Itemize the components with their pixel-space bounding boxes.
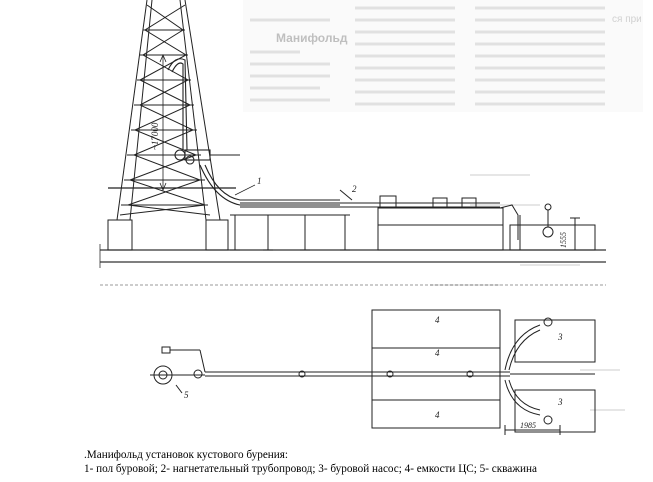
- label-tank-1: 4: [435, 315, 440, 325]
- label-tank-3: 4: [435, 410, 440, 420]
- dim-1985: 1985: [520, 421, 536, 430]
- tanks-elevation: [377, 195, 519, 251]
- figure-caption: .Манифольд установок кустового бурения: …: [84, 448, 649, 476]
- plan-view: [150, 309, 596, 435]
- label-pipe-1: 1: [257, 176, 262, 186]
- ghost-heading: Манифольд: [276, 31, 348, 45]
- height-label: ~17000: [150, 122, 160, 150]
- label-tank-2: 4: [435, 348, 440, 358]
- dim-1555: 1555: [559, 232, 568, 248]
- height-dimension: [159, 53, 167, 192]
- label-pump-1: 3: [557, 332, 563, 342]
- caption-title: .Манифольд установок кустового бурения:: [84, 449, 289, 461]
- standpipe: [167, 58, 340, 206]
- label-pipe-2: 2: [352, 184, 357, 194]
- discharge-line-elevation: [230, 189, 500, 251]
- label-well: 5: [184, 390, 189, 400]
- label-pump-2: 3: [557, 397, 563, 407]
- derrick-tower: [107, 0, 236, 251]
- pump-elevation: [509, 203, 596, 251]
- pipe-ref-1-leader: [234, 184, 256, 196]
- caption-legend: 1- пол буровой; 2- нагнетательный трубоп…: [84, 463, 537, 475]
- ghost-fragment: ся при: [612, 14, 642, 25]
- ghost-text: Манифольд ся при: [243, 0, 643, 411]
